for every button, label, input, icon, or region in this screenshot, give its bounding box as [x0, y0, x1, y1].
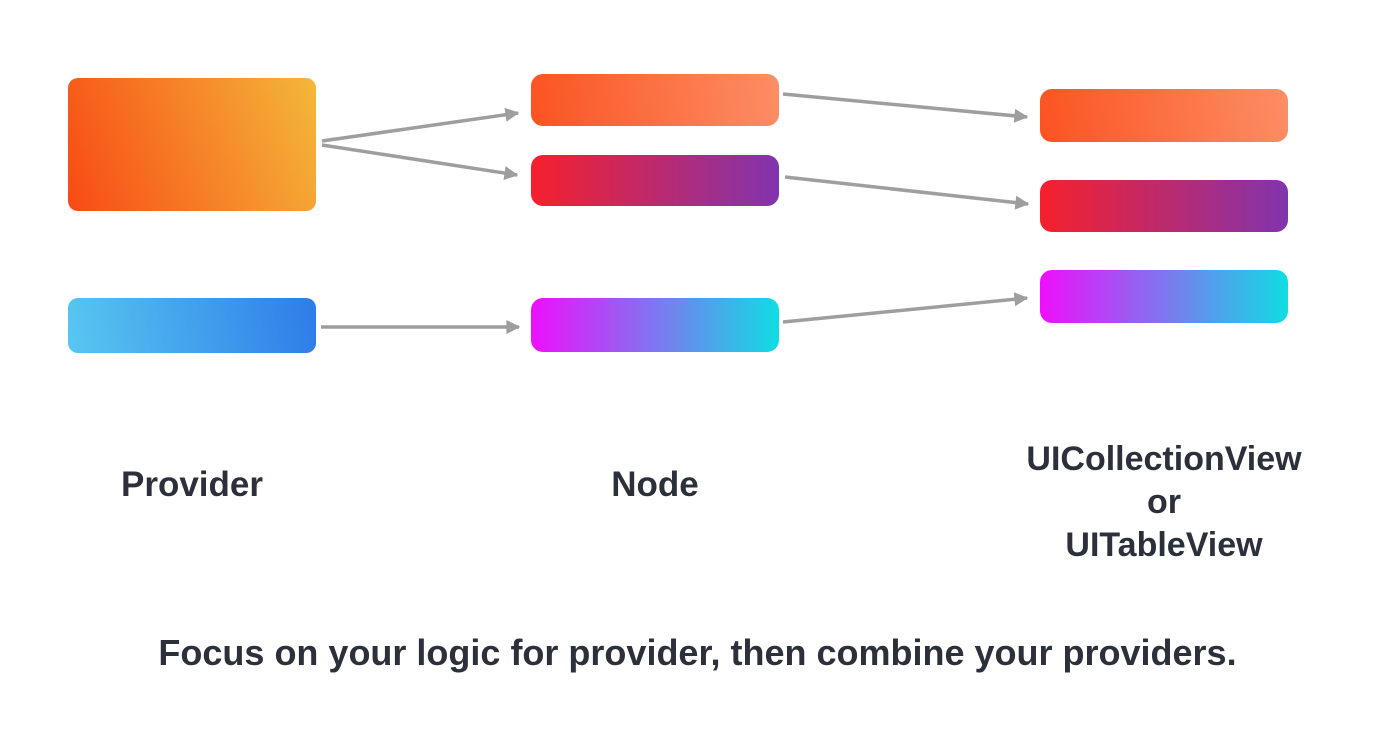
view-bar-magenta-cyan — [1040, 270, 1288, 323]
node-bar-red-purple — [531, 155, 779, 206]
view-label-line2: or — [1147, 483, 1181, 521]
view-bar-red-purple — [1040, 180, 1288, 232]
arrow-node-red-purple-to-view-red-purple — [784, 175, 1030, 210]
node-column-label: Node — [611, 465, 699, 504]
arrow-provider-to-node-red-purple — [321, 143, 519, 181]
caption-text: Focus on your logic for provider, then c… — [158, 632, 1237, 673]
provider-block-blue — [68, 298, 316, 353]
view-label-line3: UITableView — [1065, 526, 1263, 564]
view-label-line1: UICollectionView — [1026, 440, 1302, 478]
provider-block-orange — [68, 78, 316, 211]
arrow-provider-to-node-orange — [321, 107, 520, 143]
view-bar-orange — [1040, 89, 1288, 142]
arrow-node-orange-to-view-orange — [782, 92, 1029, 123]
node-bar-orange — [531, 74, 779, 126]
arrow-node-magenta-cyan-to-view-magenta-cyan — [782, 292, 1029, 324]
view-column-label: UICollectionView or UITableView — [989, 438, 1339, 567]
node-bar-magenta-cyan — [531, 298, 779, 352]
provider-column-label: Provider — [121, 465, 263, 504]
